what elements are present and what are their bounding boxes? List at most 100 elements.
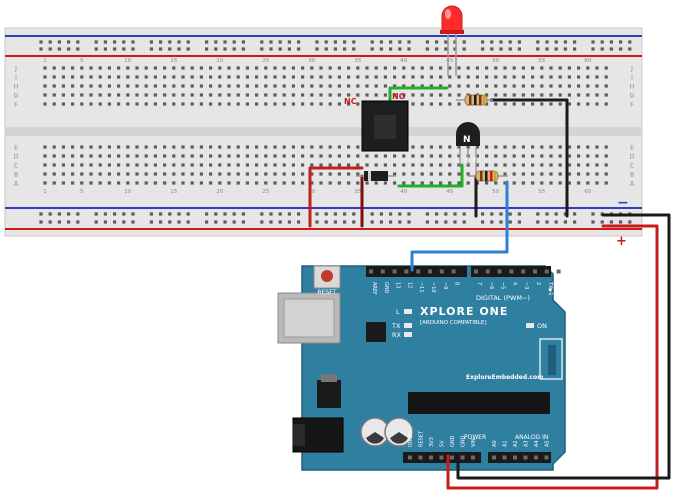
terminal-bottom-hole: [310, 172, 314, 176]
terminal-bottom-hole: [126, 163, 130, 167]
column-number: 25: [262, 189, 269, 195]
terminal-bottom-hole: [402, 172, 406, 176]
terminal-top-hole: [328, 66, 332, 70]
terminal-top-hole: [604, 66, 608, 70]
resistor-led-band-3: [479, 95, 482, 105]
column-numbers: 1155101015152020252530303535404045455050…: [43, 58, 592, 195]
bottom-rail-a-hole: [260, 212, 264, 216]
terminal-top-hole: [485, 75, 489, 79]
terminal-bottom-hole: [503, 145, 507, 149]
terminal-top-hole: [347, 75, 351, 79]
terminal-bottom-hole: [457, 145, 461, 149]
bottom-rail-a-hole: [324, 212, 328, 216]
relay-label-plate: [374, 115, 396, 139]
power-pin-hole: [450, 455, 454, 460]
terminal-top-hole: [144, 75, 148, 79]
power-pin-label: IOREF: [408, 432, 414, 447]
top-rail-b-hole: [333, 47, 337, 51]
digital-pin-label: RX◀0: [559, 282, 565, 296]
terminal-bottom-hole: [521, 163, 525, 167]
terminal-top-hole: [117, 93, 121, 97]
digital-pin-label: ~10: [430, 282, 436, 293]
terminal-bottom-hole: [558, 181, 562, 185]
terminal-top-hole: [52, 75, 56, 79]
terminal-bottom-hole: [245, 172, 249, 176]
terminal-bottom-hole: [117, 145, 121, 149]
terminal-top-hole: [420, 102, 424, 106]
terminal-bottom-hole: [383, 154, 387, 158]
terminal-top-hole: [144, 102, 148, 106]
terminal-top-hole: [135, 75, 139, 79]
terminal-bottom-hole: [531, 145, 535, 149]
bottom-rail-a-hole: [315, 212, 319, 216]
terminal-bottom-hole: [485, 163, 489, 167]
terminal-top-hole: [521, 84, 525, 88]
bottom-rail-b-hole: [168, 220, 172, 224]
terminal-top-hole: [604, 84, 608, 88]
terminal-bottom-hole: [540, 163, 544, 167]
terminal-top-hole: [126, 84, 130, 88]
terminal-top-hole: [512, 102, 516, 106]
terminal-top-hole: [567, 84, 571, 88]
terminal-top-hole: [393, 66, 397, 70]
terminal-bottom-hole: [163, 181, 167, 185]
led-tx-label: TX: [391, 322, 401, 330]
reset-button-cap[interactable]: [321, 270, 333, 282]
top-rail-a-hole: [490, 40, 494, 44]
bottom-rail-a-hole: [481, 212, 485, 216]
terminal-top-hole: [448, 84, 452, 88]
bottom-rail-b-hole: [39, 220, 43, 224]
column-number: 60: [584, 58, 591, 64]
terminal-top-hole: [80, 75, 84, 79]
transistor-pin-c: C: [456, 157, 460, 164]
voltage-regulator: [317, 380, 341, 408]
digital-pin-hole: [521, 269, 526, 274]
top-rail-a-hole: [149, 40, 153, 44]
terminal-bottom-hole: [540, 145, 544, 149]
digital-pin-label: ~11: [418, 282, 424, 293]
bottom-rail-b-hole: [462, 220, 466, 224]
top-rail-b-hole: [223, 47, 227, 51]
terminal-top-hole: [429, 84, 433, 88]
terminal-top-hole: [89, 66, 93, 70]
bottom-rail-b-hole: [352, 220, 356, 224]
terminal-top-hole: [494, 66, 498, 70]
terminal-bottom-hole: [144, 154, 148, 158]
terminal-bottom-hole: [577, 181, 581, 185]
terminal-bottom-hole: [153, 163, 157, 167]
bottom-rail-b-hole: [563, 220, 567, 224]
terminal-bottom-hole: [209, 154, 213, 158]
terminal-top-hole: [393, 93, 397, 97]
bottom-rail-b-hole: [113, 220, 117, 224]
brand-text: ExploreEmbedded.com: [466, 374, 543, 381]
resistor-base-band-3: [490, 171, 493, 181]
row-letter: E: [14, 145, 18, 152]
terminal-bottom-hole: [521, 145, 525, 149]
terminal-top-hole: [98, 84, 102, 88]
terminal-bottom-hole: [199, 154, 203, 158]
terminal-top-hole: [337, 102, 341, 106]
terminal-top-hole: [448, 66, 452, 70]
terminal-top-hole: [475, 66, 479, 70]
terminal-bottom-hole: [181, 154, 185, 158]
bottom-rail-a-hole: [379, 212, 383, 216]
terminal-top-hole: [61, 75, 65, 79]
terminal-bottom-hole: [190, 145, 194, 149]
terminal-top-hole: [135, 66, 139, 70]
top-rail-b-hole: [508, 47, 512, 51]
row-letter: A: [630, 181, 635, 188]
terminal-bottom-hole: [549, 163, 553, 167]
terminal-bottom-hole: [439, 145, 443, 149]
terminal-top-hole: [71, 84, 75, 88]
terminal-bottom-hole: [153, 145, 157, 149]
terminal-top-hole: [531, 102, 535, 106]
terminal-top-hole: [282, 84, 286, 88]
terminal-top-hole: [52, 93, 56, 97]
terminal-bottom-hole: [319, 145, 323, 149]
terminal-top-hole: [595, 93, 599, 97]
relay: NC NO: [344, 92, 409, 152]
led-rim: [440, 30, 464, 34]
terminal-bottom-hole: [43, 172, 47, 176]
top-rail-b-hole: [324, 47, 328, 51]
diode: [356, 171, 396, 181]
